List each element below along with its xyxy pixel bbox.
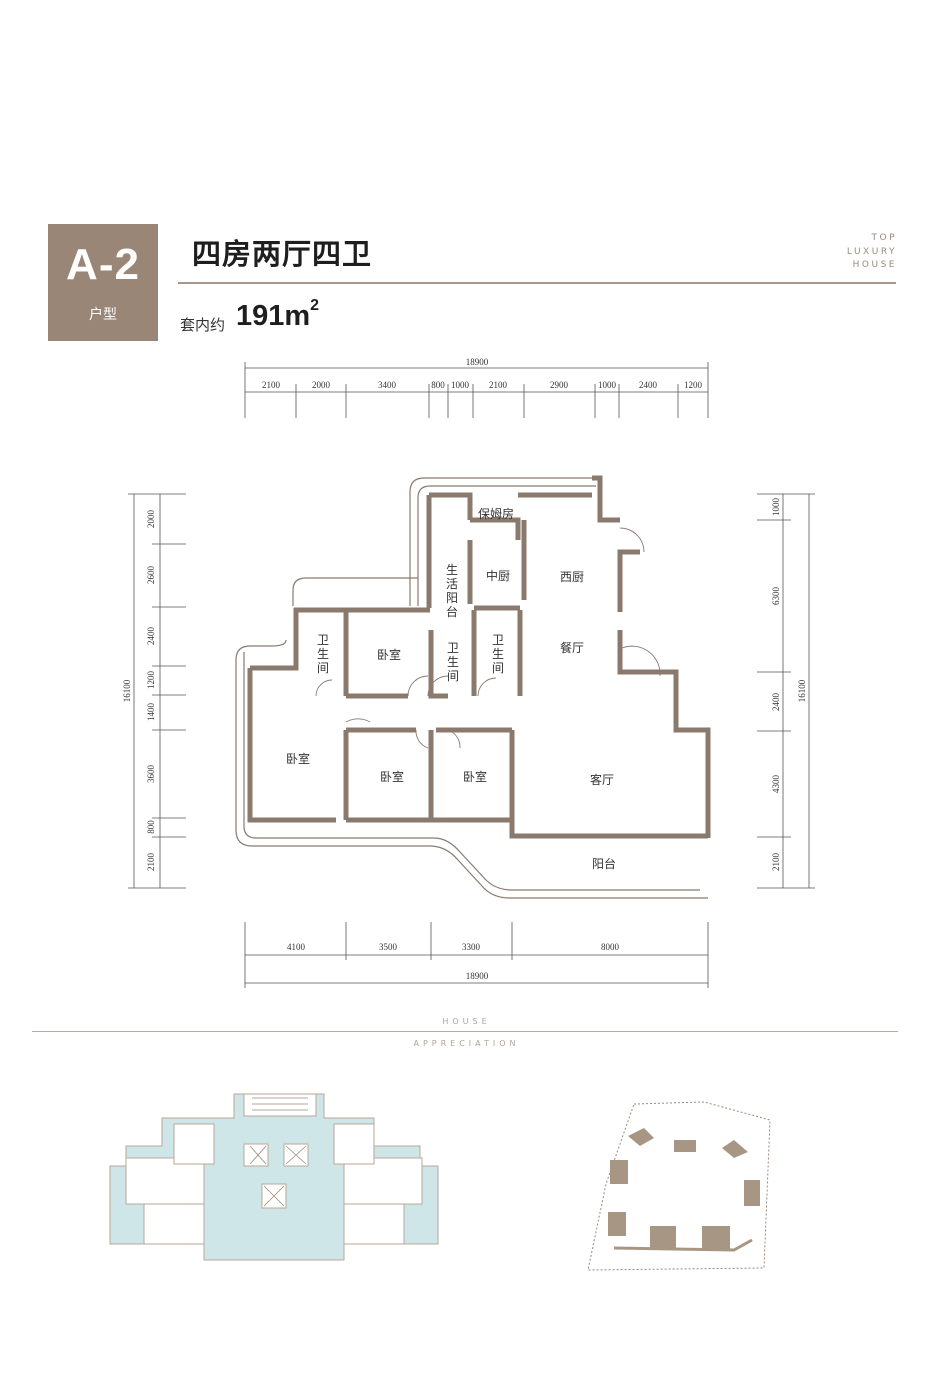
dim-left-3: 2400 [146,627,156,646]
header-rule [178,282,896,284]
site-plan [587,1101,771,1271]
dim-right-3: 2400 [771,693,781,712]
room-bath-2-c: 间 [447,669,459,683]
dim-bottom-4: 8000 [601,942,620,952]
room-bedroom-2: 卧室 [286,751,310,766]
dim-top-7: 2900 [550,380,569,390]
room-bedroom-4: 卧室 [463,769,487,784]
tagline-line-1: TOP [871,233,897,243]
tagline: TOP LUXURY HOUSE [847,232,897,273]
dim-top-10: 1200 [684,380,703,390]
section-divider [32,1031,898,1032]
dim-right-total: 16100 [797,679,807,702]
room-bath-2-b: 生 [447,655,459,669]
dim-top-total: 18900 [466,357,489,367]
dim-left-total: 16100 [122,679,132,702]
area-prefix: 套内约 [180,316,226,334]
room-living: 客厅 [590,772,614,787]
room-chinese-kitchen: 中厨 [486,568,510,583]
dim-right-5: 2100 [771,853,781,872]
dim-right-1: 1000 [771,498,781,517]
dim-top-5: 1000 [451,380,470,390]
dim-left-4: 1200 [146,671,156,690]
room-living-balcony-1: 生 [446,563,458,577]
area-value: 191m2 [236,297,320,333]
room-living-balcony-2: 活 [446,577,458,591]
room-bath-3-c: 间 [492,661,504,675]
dim-left-2: 2600 [146,566,156,585]
floor-plan: 18900 2100 2000 3400 800 1000 2100 2900 … [122,357,815,988]
room-western-kitchen: 西厨 [560,570,584,584]
dim-bottom-1: 4100 [287,942,306,952]
tagline-line-2: LUXURY [846,246,897,257]
unit-type-label: 户型 [89,307,117,323]
room-living-balcony-3: 阳 [446,591,458,605]
room-dining: 餐厅 [560,640,584,655]
top-dimensions [244,362,709,418]
dim-bottom-2: 3500 [379,942,398,952]
unit-badge: A-2 户型 [48,224,158,341]
area-superscript: 2 [310,297,320,315]
section-caption-top: HOUSE [442,1017,491,1026]
room-bath-3-a: 卫 [492,633,504,647]
dim-left-7: 800 [146,820,156,834]
section-caption-bottom: APPRECIATION [413,1039,520,1048]
dim-bottom-total: 18900 [466,971,489,981]
room-living-balcony-4: 台 [446,604,458,619]
room-bath-1-b: 生 [317,647,329,661]
layout-title: 四房两厅四卫 [192,237,373,271]
dim-top-1: 2100 [262,380,281,390]
balcony-rails [235,477,708,899]
bottom-dimensions [244,922,709,988]
room-balcony: 阳台 [592,856,616,871]
dim-top-9: 2400 [639,380,658,390]
dim-top-4: 800 [431,380,445,390]
room-bath-1-c: 间 [317,661,329,675]
room-bath-1-a: 卫 [317,633,329,647]
room-bath-2-a: 卫 [447,641,459,655]
room-bedroom-1: 卧室 [377,647,401,662]
unit-code: A-2 [66,240,140,289]
tagline-line-3: HOUSE [852,260,897,270]
dim-top-8: 1000 [598,380,617,390]
room-nanny: 保姆房 [478,506,514,521]
dim-right-2: 6300 [771,587,781,606]
dim-top-6: 2100 [489,380,508,390]
walls [247,475,711,839]
dim-right-4: 4300 [771,775,781,794]
dim-left-1: 2000 [146,510,156,529]
dim-top-2: 2000 [312,380,331,390]
room-bath-3-b: 生 [492,647,504,661]
dim-left-5: 1400 [146,703,156,722]
left-dimensions [128,493,186,889]
dim-left-6: 3600 [146,765,156,784]
building-key-plan [109,1093,439,1261]
room-bedroom-3: 卧室 [380,769,404,784]
dim-left-8: 2100 [146,853,156,872]
dim-top-3: 3400 [378,380,397,390]
right-dimensions [757,493,815,889]
dim-bottom-3: 3300 [462,942,481,952]
area-number: 191m [236,300,311,332]
door-swings [315,527,661,749]
